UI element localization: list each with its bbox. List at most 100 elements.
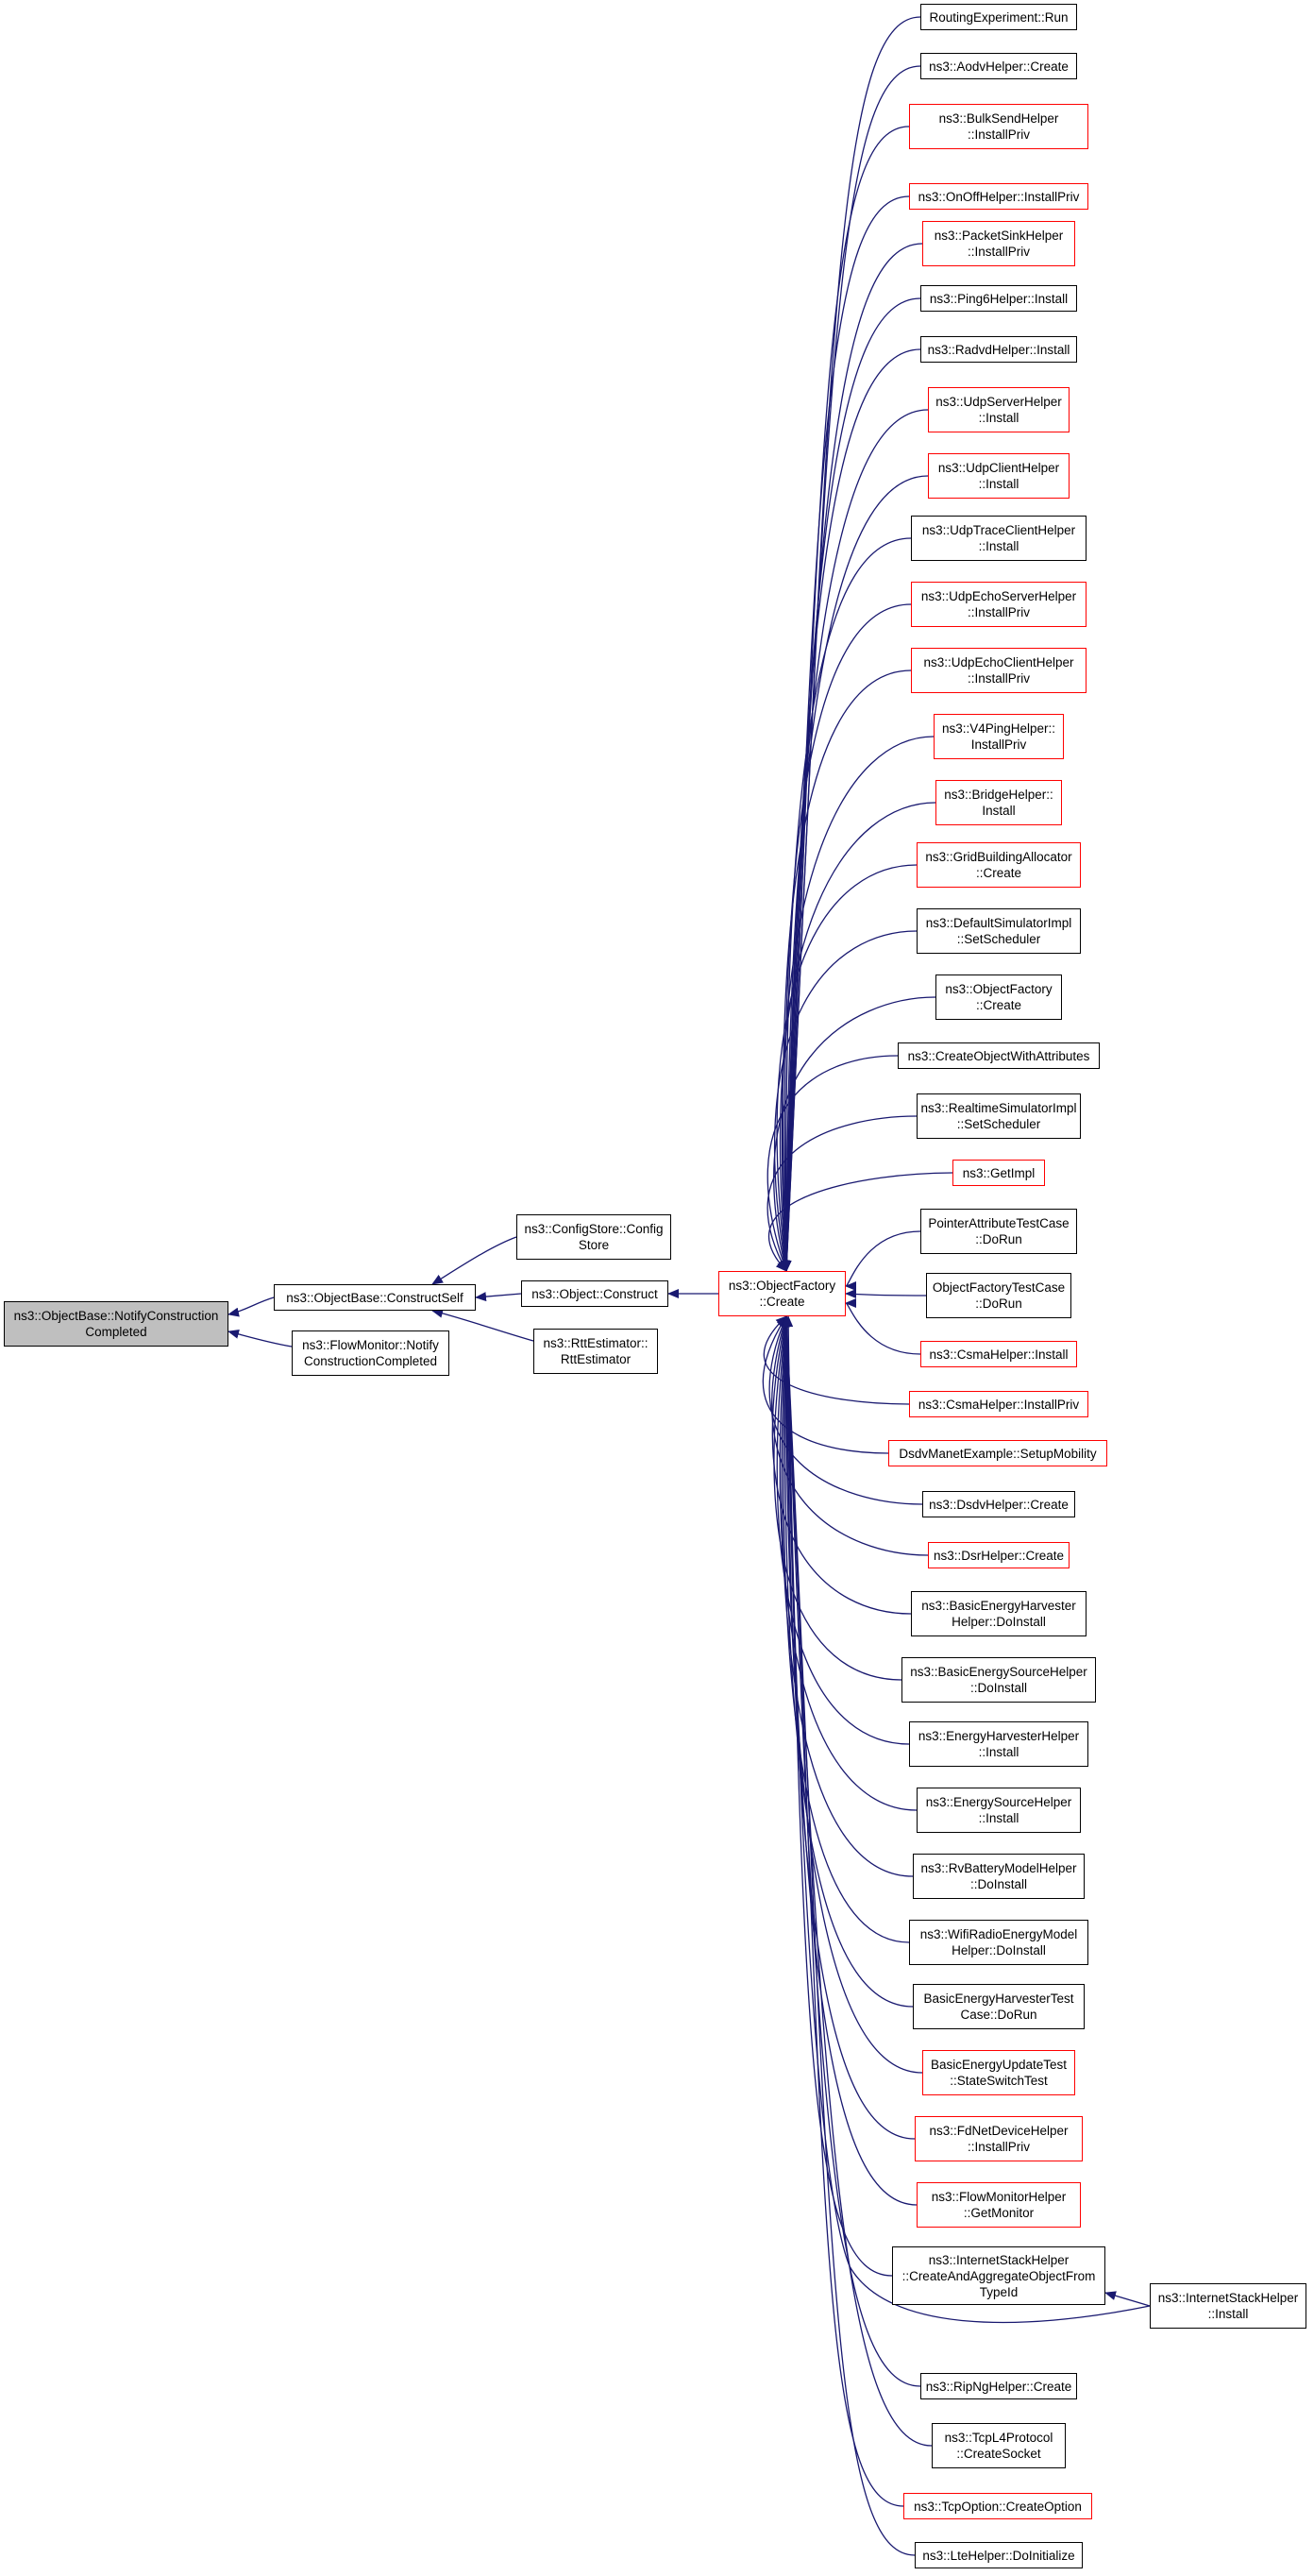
caller-node[interactable]: ns3::EnergyHarvesterHelper::Install: [909, 1721, 1088, 1767]
caller-label-line: ns3::DsdvHelper::Create: [929, 1497, 1069, 1512]
edge-caller-to-objectfactory: [773, 996, 936, 1272]
caller-node[interactable]: ns3::AodvHelper::Create: [920, 53, 1077, 79]
caller-label-line: ns3::FlowMonitorHelper: [931, 2190, 1067, 2204]
caller-label-line: ::StateSwitchTest: [950, 2074, 1048, 2088]
caller-node[interactable]: ns3::RvBatteryModelHelper::DoInstall: [913, 1854, 1085, 1899]
caller-node[interactable]: ns3::CreateObjectWithAttributes: [898, 1042, 1100, 1069]
caller-node[interactable]: ns3::GridBuildingAllocator::Create: [917, 842, 1081, 888]
caller-node[interactable]: ns3::UdpEchoClientHelper::InstallPriv: [911, 648, 1087, 693]
caller-label-line: ns3::BasicEnergySourceHelper: [910, 1665, 1087, 1679]
edge-caller-to-objectfactory: [779, 802, 936, 1272]
caller-node[interactable]: ns3::InternetStackHelper::CreateAndAggre…: [892, 2246, 1105, 2305]
caller-node[interactable]: ns3::BasicEnergySourceHelper::DoInstall: [901, 1657, 1096, 1703]
node-construct-self[interactable]: ns3::ObjectBase::ConstructSelf: [274, 1284, 476, 1311]
edge-caller-to-objectfactory: [776, 1315, 910, 1745]
caller-node[interactable]: ns3::DefaultSimulatorImpl::SetScheduler: [917, 908, 1081, 954]
node-objectfactory-create[interactable]: ns3::ObjectFactory ::Create: [718, 1271, 846, 1316]
caller-label-line: ns3::EnergyHarvesterHelper: [918, 1729, 1080, 1743]
caller-node[interactable]: ns3::V4PingHelper::InstallPriv: [934, 714, 1064, 759]
caller-node[interactable]: DsdvManetExample::SetupMobility: [888, 1440, 1107, 1466]
caller-node[interactable]: ObjectFactoryTestCase::DoRun: [926, 1273, 1071, 1318]
caller-node[interactable]: ns3::UdpServerHelper::Install: [928, 387, 1070, 432]
caller-node[interactable]: ns3::RadvdHelper::Install: [920, 336, 1077, 363]
edge-caller-to-objectfactory: [781, 537, 912, 1272]
edge-caller-to-objectfactory: [782, 126, 910, 1272]
node-label-line: Completed: [85, 1325, 147, 1339]
node-label-line: ns3::RttEstimator::: [543, 1336, 649, 1350]
caller-label-line: ns3::GetImpl: [962, 1165, 1036, 1180]
caller-node[interactable]: ns3::CsmaHelper::InstallPriv: [909, 1391, 1088, 1417]
caller-node[interactable]: ns3::BulkSendHelper::InstallPriv: [909, 104, 1088, 149]
caller-label-line: ns3::ObjectFactory: [945, 982, 1053, 996]
node-configstore[interactable]: ns3::ConfigStore::Config Store: [516, 1214, 671, 1260]
caller-node[interactable]: PointerAttributeTestCase::DoRun: [920, 1209, 1077, 1254]
caller-node[interactable]: ns3::FlowMonitorHelper::GetMonitor: [917, 2182, 1081, 2228]
edge-caller-to-objectfactory: [768, 1315, 923, 1505]
node-internetstackhelper-install[interactable]: ns3::InternetStackHelper ::Install: [1150, 2283, 1306, 2329]
caller-node[interactable]: ns3::UdpEchoServerHelper::InstallPriv: [911, 582, 1087, 627]
caller-node[interactable]: ns3::PacketSinkHelper::InstallPriv: [922, 221, 1075, 266]
caller-label-line: ::InstallPriv: [967, 127, 1031, 142]
edge-caller-to-objectfactory: [781, 1315, 914, 2008]
node-object-construct[interactable]: ns3::Object::Construct: [521, 1280, 668, 1307]
caller-node[interactable]: ns3::BridgeHelper::Install: [935, 780, 1062, 825]
caller-label-line: ::Install: [978, 539, 1019, 553]
caller-label-line: ns3::BulkSendHelper: [938, 111, 1059, 126]
node-label-line: Store: [578, 1238, 610, 1252]
caller-node[interactable]: ns3::ObjectFactory::Create: [935, 974, 1062, 1020]
caller-node[interactable]: ns3::DsdvHelper::Create: [922, 1491, 1075, 1517]
caller-label-line: ns3::UdpEchoServerHelper: [920, 589, 1077, 603]
caller-node[interactable]: ns3::GetImpl: [952, 1160, 1045, 1186]
caller-label-line: ns3::CsmaHelper::Install: [929, 1347, 1069, 1362]
caller-label-line: Helper::DoInstall: [952, 1615, 1046, 1629]
node-label-line: ConstructionCompleted: [303, 1354, 438, 1368]
caller-node[interactable]: ns3::UdpClientHelper::Install: [928, 453, 1070, 499]
caller-label-line: ns3::DefaultSimulatorImpl: [925, 916, 1072, 930]
caller-node[interactable]: ns3::UdpTraceClientHelper::Install: [911, 516, 1087, 561]
caller-node[interactable]: ns3::RealtimeSimulatorImpl::SetScheduler: [917, 1093, 1081, 1139]
caller-label-line: ns3::CreateObjectWithAttributes: [907, 1048, 1090, 1063]
caller-node[interactable]: ns3::FdNetDeviceHelper::InstallPriv: [915, 2116, 1083, 2161]
caller-node[interactable]: BasicEnergyUpdateTest::StateSwitchTest: [922, 2050, 1075, 2095]
caller-node[interactable]: ns3::EnergySourceHelper::Install: [917, 1788, 1081, 1833]
caller-label-line: ns3::CsmaHelper::InstallPriv: [918, 1397, 1080, 1412]
caller-label-line: ns3::UdpServerHelper: [935, 395, 1062, 409]
caller-node[interactable]: ns3::LteHelper::DoInitialize: [915, 2542, 1083, 2568]
caller-label-line: BasicEnergyHarvesterTest: [923, 1991, 1074, 2006]
node-label-line: ns3::FlowMonitor::Notify: [302, 1338, 439, 1352]
caller-node[interactable]: RoutingExperiment::Run: [920, 4, 1077, 30]
edge-caller-to-objectfactory: [782, 475, 929, 1272]
caller-node[interactable]: ns3::DsrHelper::Create: [928, 1542, 1070, 1568]
caller-label-line: ns3::V4PingHelper::: [941, 721, 1056, 736]
caller-node[interactable]: ns3::Ping6Helper::Install: [920, 285, 1077, 312]
edge-caller-to-objectfactory: [845, 1289, 927, 1299]
edge-object-construct-to-constructself: [475, 1292, 522, 1302]
caller-node[interactable]: ns3::CsmaHelper::Install: [920, 1341, 1077, 1367]
edge-caller-to-objectfactory: [845, 1298, 921, 1355]
caller-node[interactable]: ns3::RipNgHelper::Create: [920, 2373, 1077, 2399]
caller-label-line: ns3::RipNgHelper::Create: [925, 2379, 1072, 2394]
caller-label-line: TypeId: [979, 2284, 1019, 2299]
caller-label-line: ns3::TcpL4Protocol: [944, 2431, 1053, 2445]
edge-caller-to-objectfactory: [782, 1315, 916, 2556]
edge-caller-to-objectfactory: [782, 195, 910, 1272]
edge-caller-to-objectfactory: [782, 409, 929, 1272]
caller-node[interactable]: ns3::TcpOption::CreateOption: [903, 2493, 1092, 2519]
edge-caller-to-objectfactory: [782, 348, 921, 1272]
node-rttestimator[interactable]: ns3::RttEstimator:: RttEstimator: [533, 1329, 658, 1374]
caller-node[interactable]: ns3::OnOffHelper::InstallPriv: [909, 183, 1088, 210]
node-flowmonitor-notify[interactable]: ns3::FlowMonitor::Notify ConstructionCom…: [292, 1330, 449, 1376]
caller-label-line: ::Install: [978, 477, 1019, 491]
edge-caller-to-objectfactory: [781, 603, 912, 1272]
caller-node[interactable]: ns3::TcpL4Protocol::CreateSocket: [932, 2423, 1066, 2468]
edge-caller-to-objectfactory: [781, 736, 935, 1272]
node-notify-construction-completed[interactable]: ns3::ObjectBase::NotifyConstruction Comp…: [4, 1301, 228, 1347]
node-label-line: ::Install: [1207, 2307, 1249, 2321]
caller-label-line: ::Install: [978, 1811, 1019, 1825]
caller-label-line: ns3::InternetStackHelper: [928, 2252, 1070, 2267]
caller-label-line: ns3::AodvHelper::Create: [929, 59, 1069, 74]
caller-label-line: PointerAttributeTestCase: [928, 1216, 1070, 1230]
